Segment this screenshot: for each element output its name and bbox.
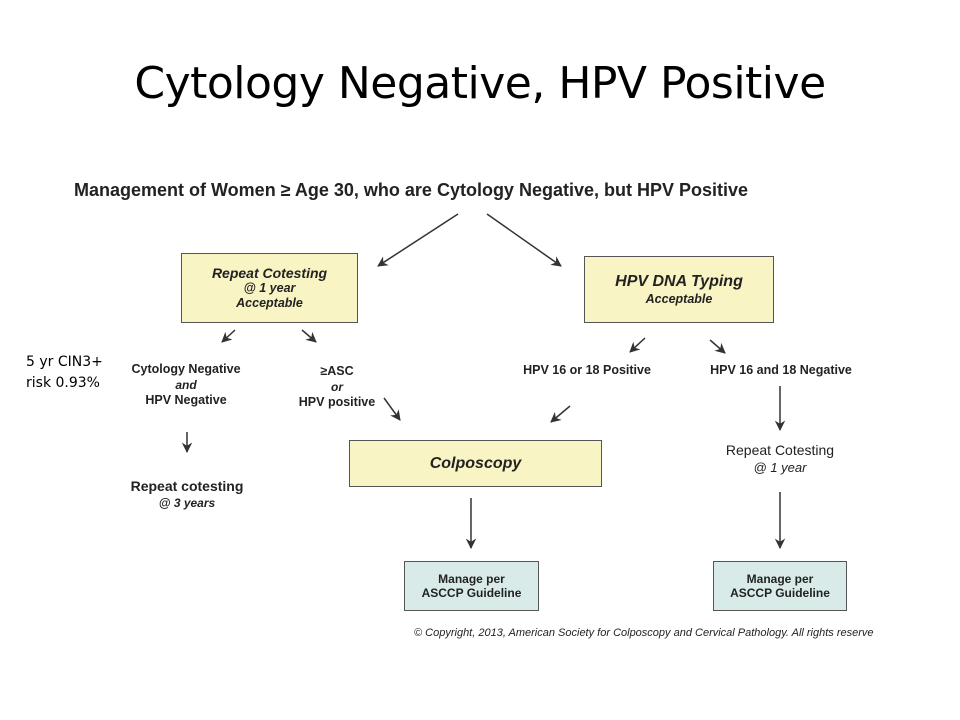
arrow-asc-to-colpo — [383, 397, 401, 421]
arrow-pos-to-colpo — [550, 405, 571, 423]
repeat-cotesting-1-year-label: Repeat Cotesting @ 1 year — [725, 442, 835, 475]
hpv-16-18-positive-label: HPV 16 or 18 Positive — [523, 363, 651, 377]
arrow-repeat-to-cytoneg — [221, 329, 236, 343]
cin3-risk-note: 5 yr CIN3+ risk 0.93% — [26, 354, 103, 391]
hpv-dna-typing-box: HPV DNA Typing Acceptable — [584, 256, 774, 323]
asc-or-hpv-positive-label: ≥ASC or HPV positive — [298, 364, 376, 409]
copyright-notice: © Copyright, 2013, American Society for … — [414, 627, 874, 639]
slide-title: Cytology Negative, HPV Positive — [134, 58, 826, 109]
colposcopy-title: Colposcopy — [429, 454, 522, 472]
colposcopy-box: Colposcopy — [349, 440, 602, 487]
manage-per-asccp-box-left: Manage per ASCCP Guideline — [404, 561, 539, 611]
hpv-dna-typing-title: HPV DNA Typing — [615, 273, 743, 291]
diagram-heading: Management of Women ≥ Age 30, who are Cy… — [74, 180, 749, 200]
arrow-hpv-to-pos — [629, 337, 646, 353]
repeat-cotesting-interval: @ 1 year — [243, 281, 296, 296]
arrow-heading-to-repeat — [377, 213, 459, 267]
hpv-16-18-negative-label: HPV 16 and 18 Negative — [710, 363, 852, 377]
repeat-cotesting-3-years-label: Repeat cotesting @ 3 years — [130, 478, 244, 510]
repeat-cotesting-box: Repeat Cotesting @ 1 year Acceptable — [181, 253, 358, 323]
repeat-cotesting-title: Repeat Cotesting — [211, 264, 328, 281]
repeat-cotesting-status: Acceptable — [236, 296, 303, 311]
manage-per-asccp-box-right: Manage per ASCCP Guideline — [713, 561, 847, 611]
arrow-repeat-to-asc — [301, 329, 317, 343]
hpv-dna-typing-status: Acceptable — [645, 291, 713, 306]
cytology-negative-label: Cytology Negative and HPV Negative — [131, 362, 241, 407]
arrow-hpv-to-neg — [709, 339, 726, 354]
arrow-heading-to-hpv — [486, 213, 562, 267]
